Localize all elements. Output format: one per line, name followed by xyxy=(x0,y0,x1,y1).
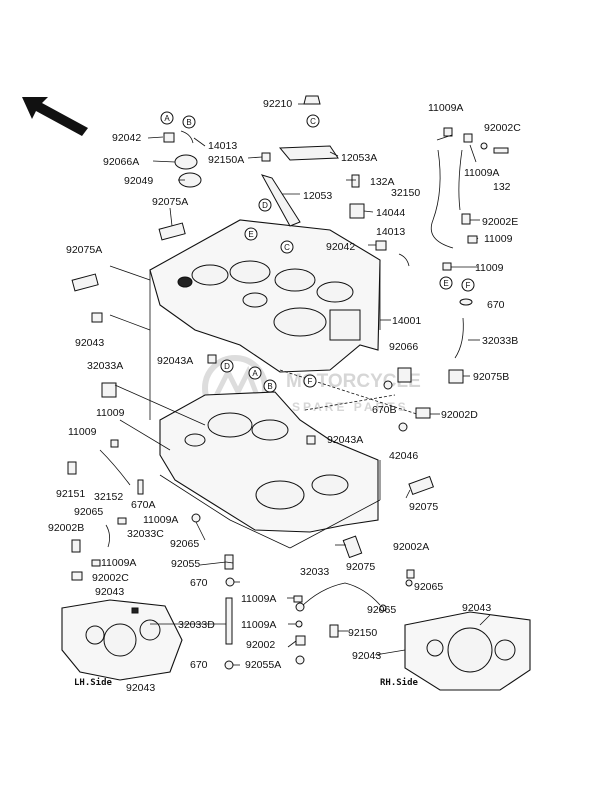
part-label: 12053 xyxy=(303,190,332,202)
part-label: 132A xyxy=(370,176,395,188)
part-label: 32152 xyxy=(94,491,123,503)
part-label: 92043 xyxy=(352,650,381,662)
part-label: 11009A xyxy=(143,514,178,526)
part-label: 32033B xyxy=(482,335,518,347)
callout-c: C xyxy=(310,117,316,126)
part-label: 92065 xyxy=(367,604,396,616)
callout-c-2: C xyxy=(284,243,290,252)
part-label: 92002 xyxy=(246,639,275,651)
part-label: 32033 xyxy=(300,566,329,578)
part-label: 32033A xyxy=(87,360,123,372)
part-label: 92075B xyxy=(473,371,509,383)
callout-d-2: D xyxy=(224,362,230,371)
part-label: 14013 xyxy=(208,140,237,152)
callout-e: E xyxy=(248,230,253,239)
callout-a-2: A xyxy=(252,369,258,378)
part-label: 92065 xyxy=(170,538,199,550)
part-label: 11009A xyxy=(428,102,463,114)
part-label: 92055 xyxy=(171,558,200,570)
part-label: 92066 xyxy=(389,341,418,353)
part-label: 92002B xyxy=(48,522,84,534)
part-label: 14013 xyxy=(376,226,405,238)
callout-b: B xyxy=(186,118,191,127)
part-label: 11009A xyxy=(241,593,276,605)
part-label: 92075 xyxy=(346,561,375,573)
lh-side-cover[interactable] xyxy=(61,599,183,681)
part-label: 92043A xyxy=(327,434,363,446)
assembly-outline xyxy=(149,260,421,549)
callout-d: D xyxy=(262,201,268,210)
part-label: 92002C xyxy=(92,572,129,584)
part-label: 670B xyxy=(372,404,397,416)
part-label: 32033D xyxy=(178,619,215,631)
callout-b-2: B xyxy=(267,382,272,391)
part-label: 92075A xyxy=(66,244,102,256)
part-label: 92075 xyxy=(409,501,438,513)
lh-side-label: LH.Side xyxy=(74,677,113,688)
watermark-text-2: SPARE PARTS xyxy=(292,400,409,414)
part-label: 92043 xyxy=(95,586,124,598)
part-label: 670 xyxy=(487,299,505,311)
part-label: 14044 xyxy=(376,207,405,219)
part-label: 11009A xyxy=(241,619,276,631)
part-label: 14001 xyxy=(392,315,421,327)
part-label: 92049 xyxy=(124,175,153,187)
part-labels: 92210 11009A 92002C 92042 14013 92066A 9… xyxy=(48,98,521,694)
part-label: 92055A xyxy=(245,659,281,671)
callout-f-2: F xyxy=(308,377,313,386)
part-label: 670 xyxy=(190,659,208,671)
callout-e-2: E xyxy=(443,279,448,288)
part-label: 92043 xyxy=(75,337,104,349)
part-label: 92002A xyxy=(393,541,429,553)
part-label: 32033C xyxy=(127,528,164,540)
part-label: 92075A xyxy=(152,196,188,208)
part-label: 11009 xyxy=(484,233,513,245)
part-label: 92002C xyxy=(484,122,521,134)
part-label: 42046 xyxy=(389,450,418,462)
part-label: 92043 xyxy=(462,602,491,614)
lower-crankcase[interactable] xyxy=(159,391,379,533)
front-direction-arrow-icon xyxy=(22,97,88,136)
part-label: 92150A xyxy=(208,154,244,166)
part-label: 92066A xyxy=(103,156,139,168)
part-label: 11009 xyxy=(475,262,504,274)
part-label: 92151 xyxy=(56,488,85,500)
part-label: 92043A xyxy=(157,355,193,367)
part-label: 92042 xyxy=(326,241,355,253)
part-label: 92042 xyxy=(112,132,141,144)
part-label: 92065 xyxy=(74,506,103,518)
callout-a: A xyxy=(164,114,170,123)
small-parts xyxy=(67,95,509,670)
part-label: 132 xyxy=(493,181,511,193)
callout-circles: A B C D E C E F A D B F xyxy=(160,111,475,393)
part-label: 11009A xyxy=(464,167,499,179)
part-label: 92002D xyxy=(441,409,478,421)
leader-lines xyxy=(109,103,491,666)
part-label: 11009A xyxy=(101,557,136,569)
part-label: 670A xyxy=(131,499,156,511)
part-label: 11009 xyxy=(68,426,97,438)
part-label: 670 xyxy=(190,577,208,589)
part-label: 92043 xyxy=(126,682,155,694)
upper-crankcase[interactable] xyxy=(149,219,381,373)
callout-f: F xyxy=(466,281,471,290)
part-label: 92210 xyxy=(263,98,292,110)
part-label: 92150 xyxy=(348,627,377,639)
rh-side-cover[interactable] xyxy=(404,611,531,691)
part-label: 32150 xyxy=(391,187,420,199)
rh-side-label: RH.Side xyxy=(380,677,419,688)
part-label: 92065 xyxy=(414,581,443,593)
part-label: 92002E xyxy=(482,216,518,228)
part-label: 12053A xyxy=(341,152,377,164)
part-label: 11009 xyxy=(96,407,125,419)
